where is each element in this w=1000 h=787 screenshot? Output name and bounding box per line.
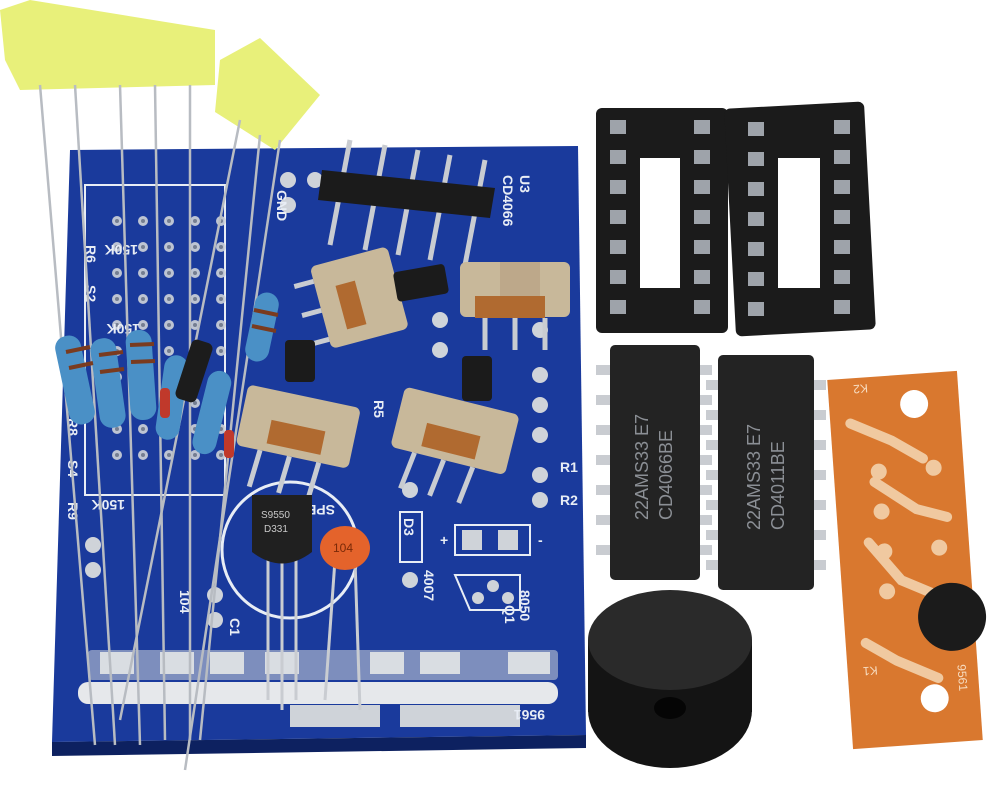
capacitor-marking: 104: [333, 541, 353, 555]
pcb-label-u3-part: CD4066: [500, 175, 516, 227]
slide-switches: [236, 247, 570, 504]
pcb-label-d3: D3: [401, 518, 417, 536]
pcb-label-u3: U3: [517, 175, 533, 193]
pcb-pads: [85, 172, 548, 628]
pcb-label-r2: R2: [560, 492, 578, 508]
pcb-label-r6: R6: [83, 245, 99, 263]
transistor-marking-1: S9550: [261, 510, 290, 521]
pcb-label-r5: R5: [371, 400, 387, 418]
pin-header: [318, 139, 495, 266]
ic-socket-left: [596, 108, 728, 333]
slide-switch-2: [460, 262, 570, 350]
chip-right-marking-2: CD4011BE: [768, 441, 788, 530]
pcb-board-id: 9561: [514, 707, 545, 723]
pcb-label-4007: 4007: [421, 570, 437, 601]
pcb-label-150k-a: 150K: [105, 242, 138, 258]
sound-chip-blob: [918, 582, 987, 651]
pcb-label-spe: SPE: [307, 502, 335, 518]
ic-socket-right: [724, 101, 876, 337]
ceramic-capacitor-104: 104: [320, 526, 370, 711]
pcb-label-gnd: GND: [274, 190, 290, 221]
pcb-label-minus: -: [538, 532, 543, 548]
transistor-s9550: S9550 D331: [252, 495, 312, 710]
chip-left-marking-2: CD4066BE: [656, 430, 676, 520]
diode-small-1: [160, 388, 170, 418]
module-label-k1: K1: [862, 663, 878, 678]
module-id: 9561: [954, 664, 970, 692]
pcb-label-s2: S2: [83, 285, 99, 302]
chip-cd4066: 22AMS33 E7 CD4066BE: [596, 345, 712, 580]
chip-right-marking-1: 22AMS33 E7: [744, 424, 764, 530]
slide-switch-1: [293, 247, 408, 348]
transistor-marking-2: D331: [264, 524, 288, 535]
sound-module-board: K2 K1 9561: [827, 370, 987, 750]
pcb-label-r9: R9: [65, 502, 81, 520]
pcb-label-q1: Q1: [502, 605, 518, 624]
resistor-tape: [0, 0, 320, 771]
resistor-bodies: [55, 292, 279, 458]
slide-switch-4: [391, 387, 519, 504]
chip-left-marking-1: 22AMS33 E7: [632, 414, 652, 520]
buzzer: [588, 590, 752, 768]
module-label-k2: K2: [852, 381, 868, 396]
pcb-label-c1: C1: [227, 618, 243, 636]
pcb-label-8050: 8050: [517, 590, 533, 621]
pcb-label-r1: R1: [560, 459, 578, 475]
diode-1n4007: [175, 339, 213, 403]
diode-small-2: [224, 430, 234, 458]
pcb-label-150k-c: 150K: [92, 497, 125, 513]
pcb-pad-row: [100, 652, 550, 674]
slide-switch-3: [236, 385, 360, 500]
chip-cd4011: 22AMS33 E7 CD4011BE: [706, 355, 826, 590]
pcb-label-plus: +: [440, 532, 448, 548]
